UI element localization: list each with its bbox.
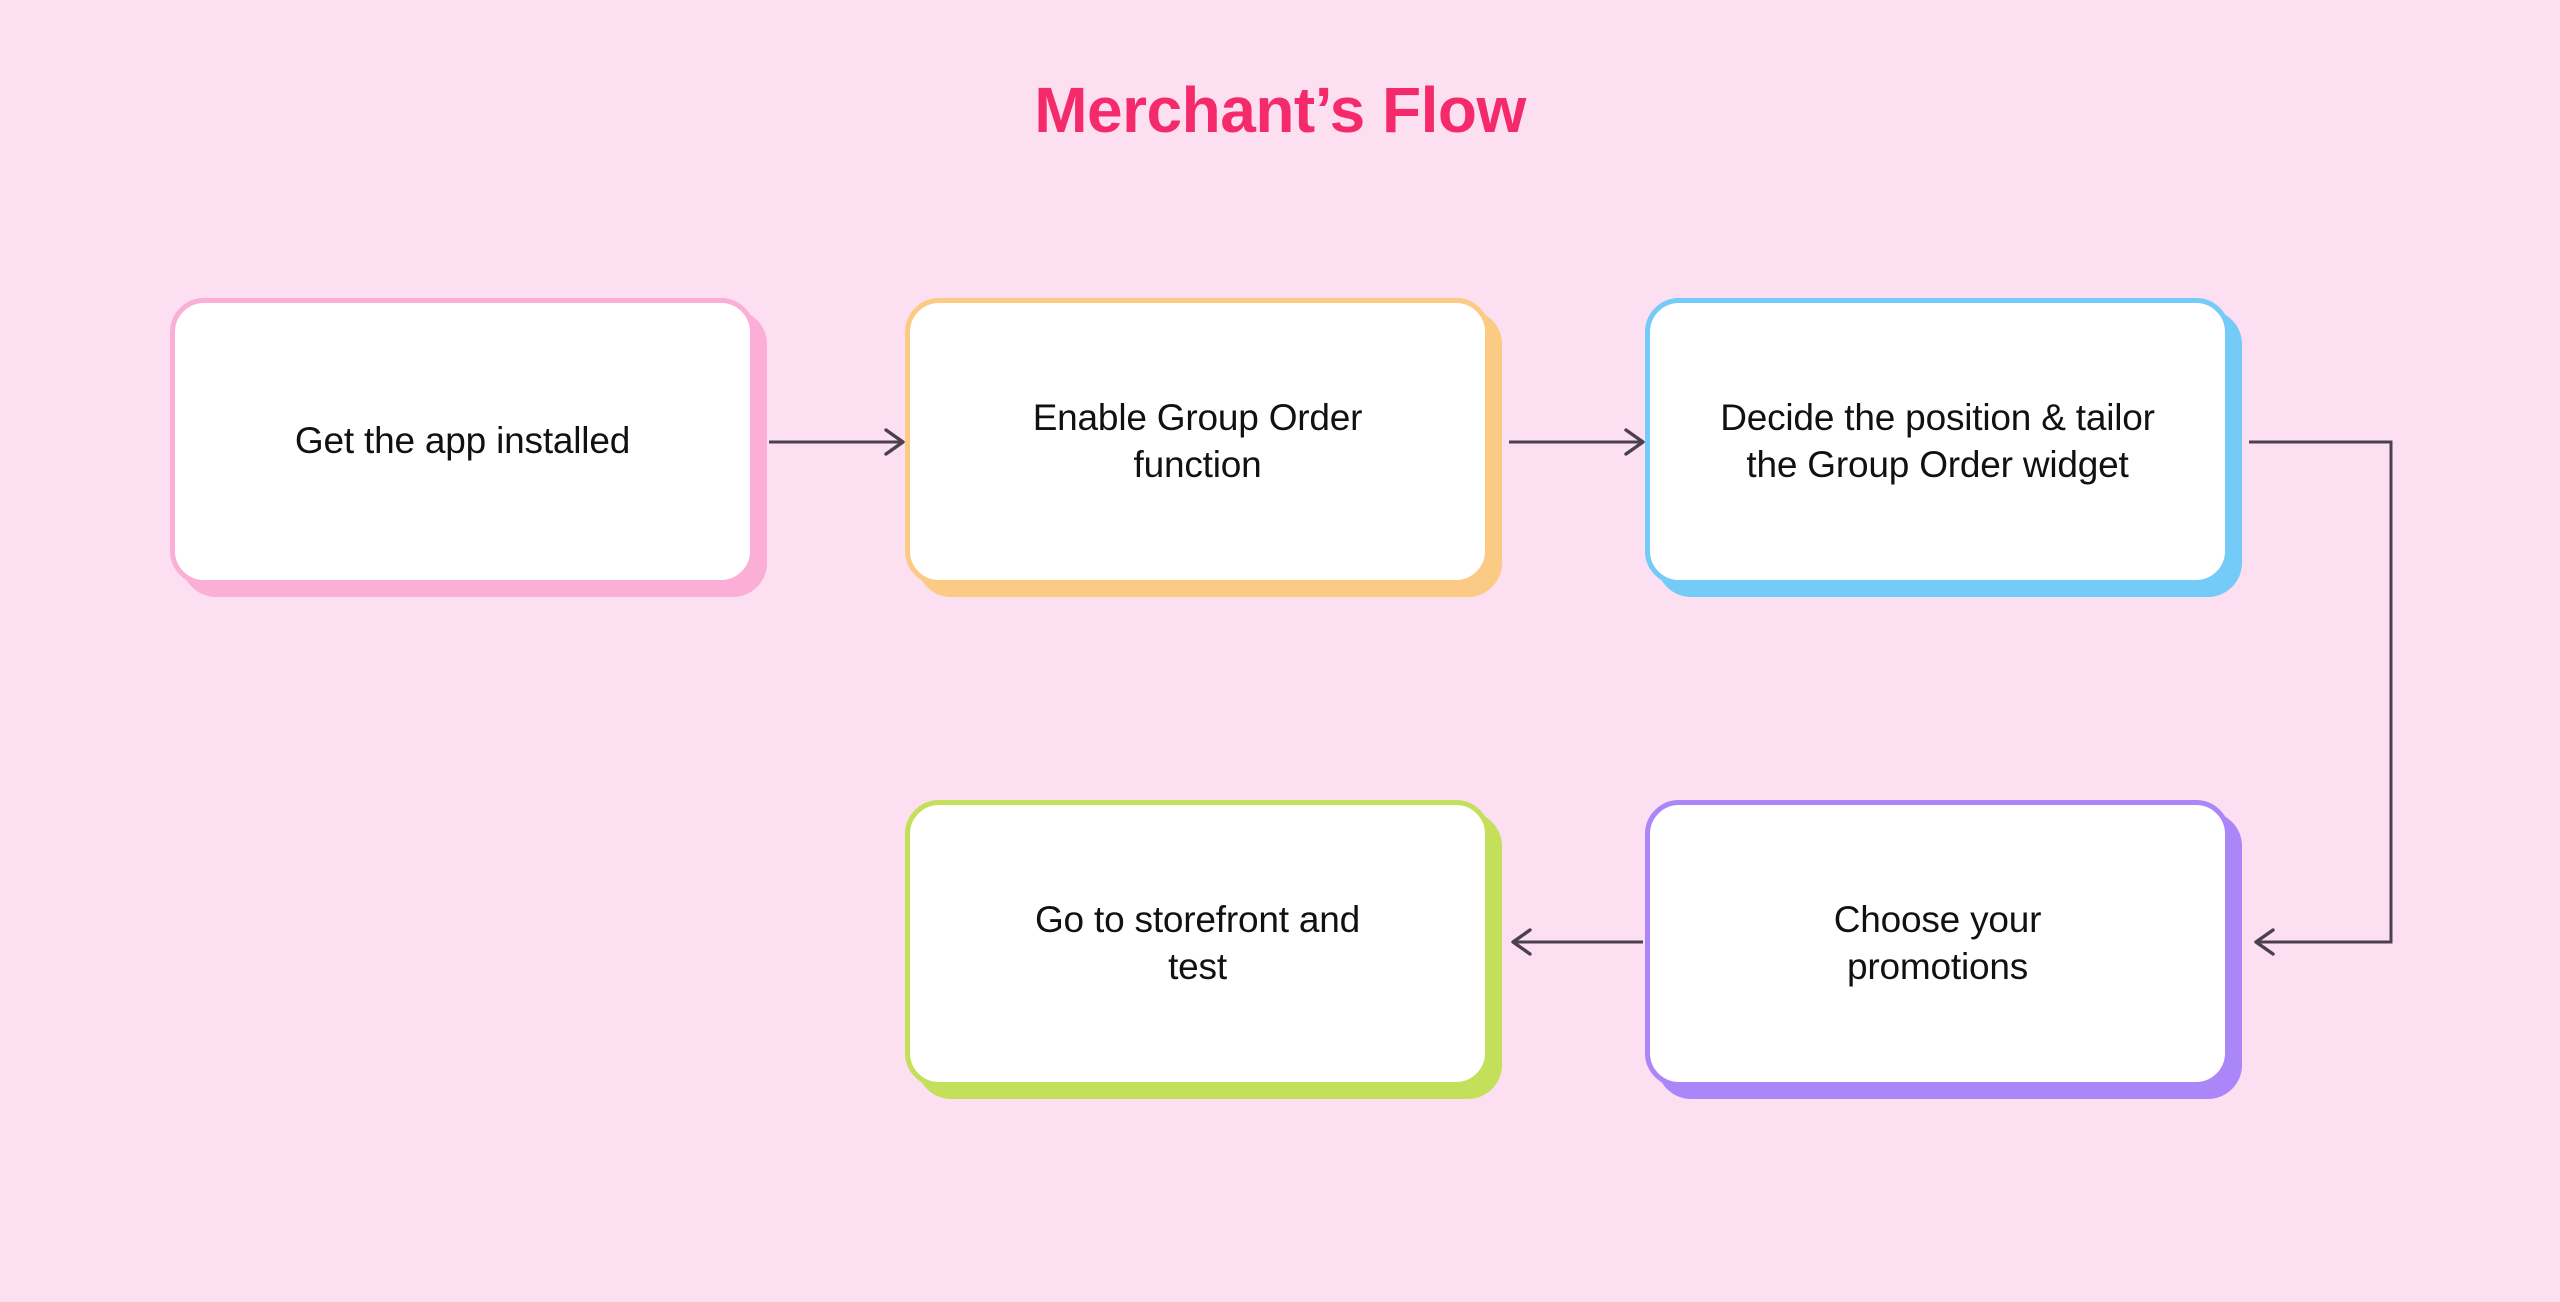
flow-node-label: Get the app installed	[294, 420, 631, 461]
flow-node-choose-promotions[interactable]: Choose your promotions	[1645, 800, 2242, 1099]
node-card[interactable]: Choose your promotions	[1645, 800, 2230, 1087]
flow-node-get-app-installed[interactable]: Get the app installed	[170, 298, 767, 597]
flow-node-enable-group-order[interactable]: Enable Group Order function	[905, 298, 1502, 597]
edge-decide-to-choose	[2249, 440, 2393, 956]
flow-node-label: Choose your promotions	[1833, 898, 2042, 987]
flow-node-label: Decide the position & tailor the Group O…	[1720, 396, 2155, 485]
node-card[interactable]: Go to storefront and test	[905, 800, 1490, 1087]
edge-choose-to-storefront	[1511, 928, 1643, 956]
edge-get-app-to-enable	[769, 428, 905, 456]
node-card[interactable]: Decide the position & tailor the Group O…	[1645, 298, 2230, 585]
flow-node-label: Enable Group Order function	[1032, 396, 1363, 485]
flow-node-label: Go to storefront and test	[1034, 898, 1361, 987]
flow-node-decide-position-widget[interactable]: Decide the position & tailor the Group O…	[1645, 298, 2242, 597]
edge-enable-to-decide	[1509, 428, 1645, 456]
node-card[interactable]: Get the app installed	[170, 298, 755, 585]
flow-node-go-to-storefront[interactable]: Go to storefront and test	[905, 800, 1502, 1099]
page-title: Merchant’s Flow	[1034, 74, 1526, 146]
node-card[interactable]: Enable Group Order function	[905, 298, 1490, 585]
